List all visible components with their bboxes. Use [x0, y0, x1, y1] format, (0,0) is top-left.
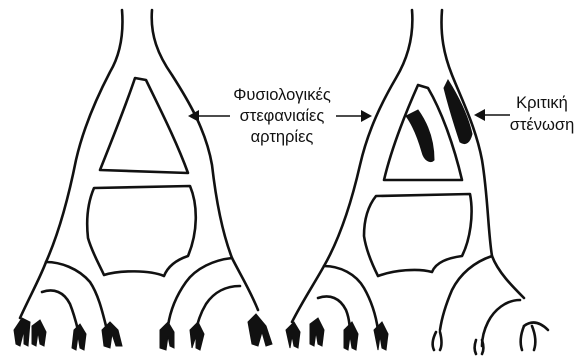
right-tree-branch-3 — [524, 323, 548, 330]
right-tree-right-branch — [440, 256, 492, 330]
label-physiological-line2: στεφανιαίες — [240, 107, 325, 125]
normal-coronary-tree — [14, 10, 272, 350]
right-lower-loop — [364, 194, 472, 276]
label-physiological-line1: Φυσιολογικές — [233, 86, 331, 104]
left-branch-inner — [42, 291, 78, 331]
arrow-to-stenosis — [474, 109, 510, 121]
right-tree-right-branch-2 — [482, 300, 520, 346]
left-trunk-wall-left — [20, 10, 123, 318]
right-branch-inner — [196, 286, 240, 330]
right-distal-tufts — [286, 318, 535, 354]
left-branch-outer — [46, 262, 106, 326]
left-upper-loop — [100, 78, 188, 173]
label-stenosis: Κριτική στένωση — [510, 94, 575, 134]
label-physiological: Φυσιολογικές στεφανιαίες αρτηρίες — [233, 86, 331, 146]
arrow-to-right-tree — [336, 110, 372, 122]
stenosis-lesion-lower — [406, 110, 434, 162]
label-physiological-line3: αρτηρίες — [251, 128, 314, 146]
stenosed-coronary-tree — [286, 10, 548, 354]
left-distal-tufts — [14, 314, 272, 350]
label-stenosis-line2: στένωση — [510, 116, 575, 134]
label-stenosis-line1: Κριτική — [516, 94, 568, 112]
left-lower-loop — [87, 186, 196, 276]
